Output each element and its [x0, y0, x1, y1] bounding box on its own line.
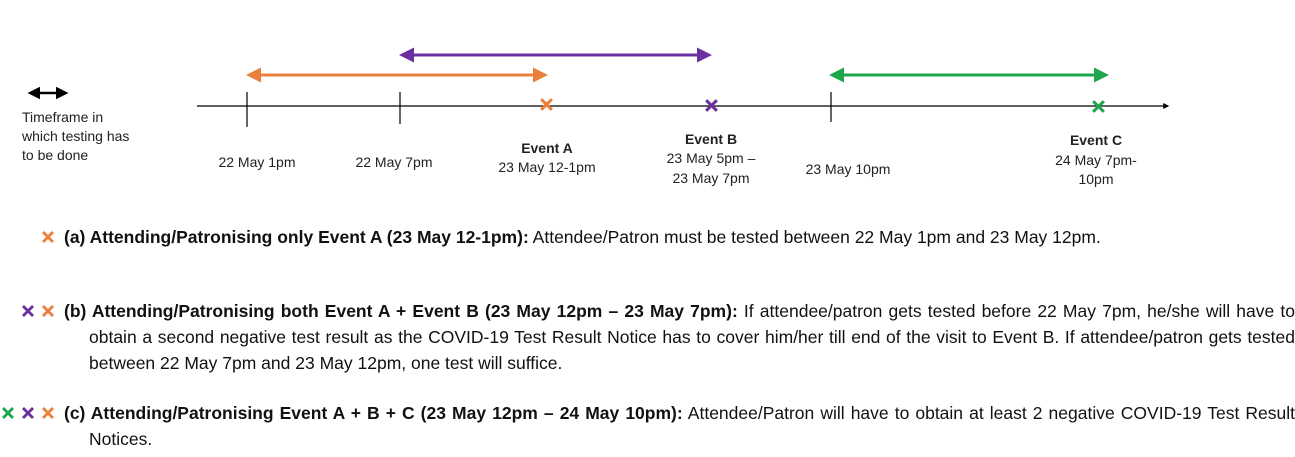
- scenario-a: (a) Attending/Patronising only Event A (…: [64, 224, 1295, 250]
- event-a-time: 23 May 12-1pm: [498, 159, 595, 175]
- event-c-time-line2: 10pm: [1078, 171, 1113, 187]
- event-c-name: Event C: [1070, 132, 1122, 148]
- scenario-b-title: (b) Attending/Patronising both Event A +…: [64, 301, 738, 321]
- event-b-time-line2: 23 May 7pm: [672, 170, 749, 186]
- scenario-c: (c) Attending/Patronising Event A + B + …: [64, 400, 1295, 452]
- green-x-icon: [2, 407, 14, 419]
- scenario-b-body: If attendee/patron gets tested before 22…: [89, 301, 1295, 373]
- scenario-b: (b) Attending/Patronising both Event A +…: [64, 298, 1295, 376]
- scenario-a-title: (a) Attending/Patronising only Event A (…: [64, 227, 529, 247]
- timeline-diagram: 22 May 1pm 22 May 7pm 23 May 10pm Event …: [27, 47, 1170, 187]
- scenario-b-marks: [21, 298, 55, 324]
- scenario-a-body: Attendee/Patron must be tested between 2…: [528, 227, 1101, 247]
- tick-label-22-may-1pm: 22 May 1pm: [218, 154, 295, 170]
- event-b-time-line1: 23 May 5pm –: [667, 150, 756, 166]
- orange-x-icon: [42, 231, 54, 243]
- legend-label: Timeframe in which testing has to be don…: [22, 109, 130, 163]
- purple-x-icon: [22, 407, 34, 419]
- event-c-time-line1: 24 May 7pm-: [1055, 152, 1137, 168]
- purple-x-icon: [22, 305, 34, 317]
- orange-x-icon: [42, 407, 54, 419]
- event-b-name: Event B: [685, 131, 737, 147]
- scenario-c-title: (c) Attending/Patronising Event A + B + …: [64, 403, 683, 423]
- tick-label-23-may-10pm: 23 May 10pm: [806, 161, 891, 177]
- event-a-name: Event A: [521, 140, 573, 156]
- tick-label-22-may-7pm: 22 May 7pm: [355, 154, 432, 170]
- scenario-a-marks: [41, 224, 55, 250]
- scenario-c-marks: [1, 400, 55, 426]
- scenario-c-body: Attendee/Patron will have to obtain at l…: [89, 403, 1295, 449]
- event-a-marker-icon: [540, 98, 553, 111]
- orange-x-icon: [42, 305, 54, 317]
